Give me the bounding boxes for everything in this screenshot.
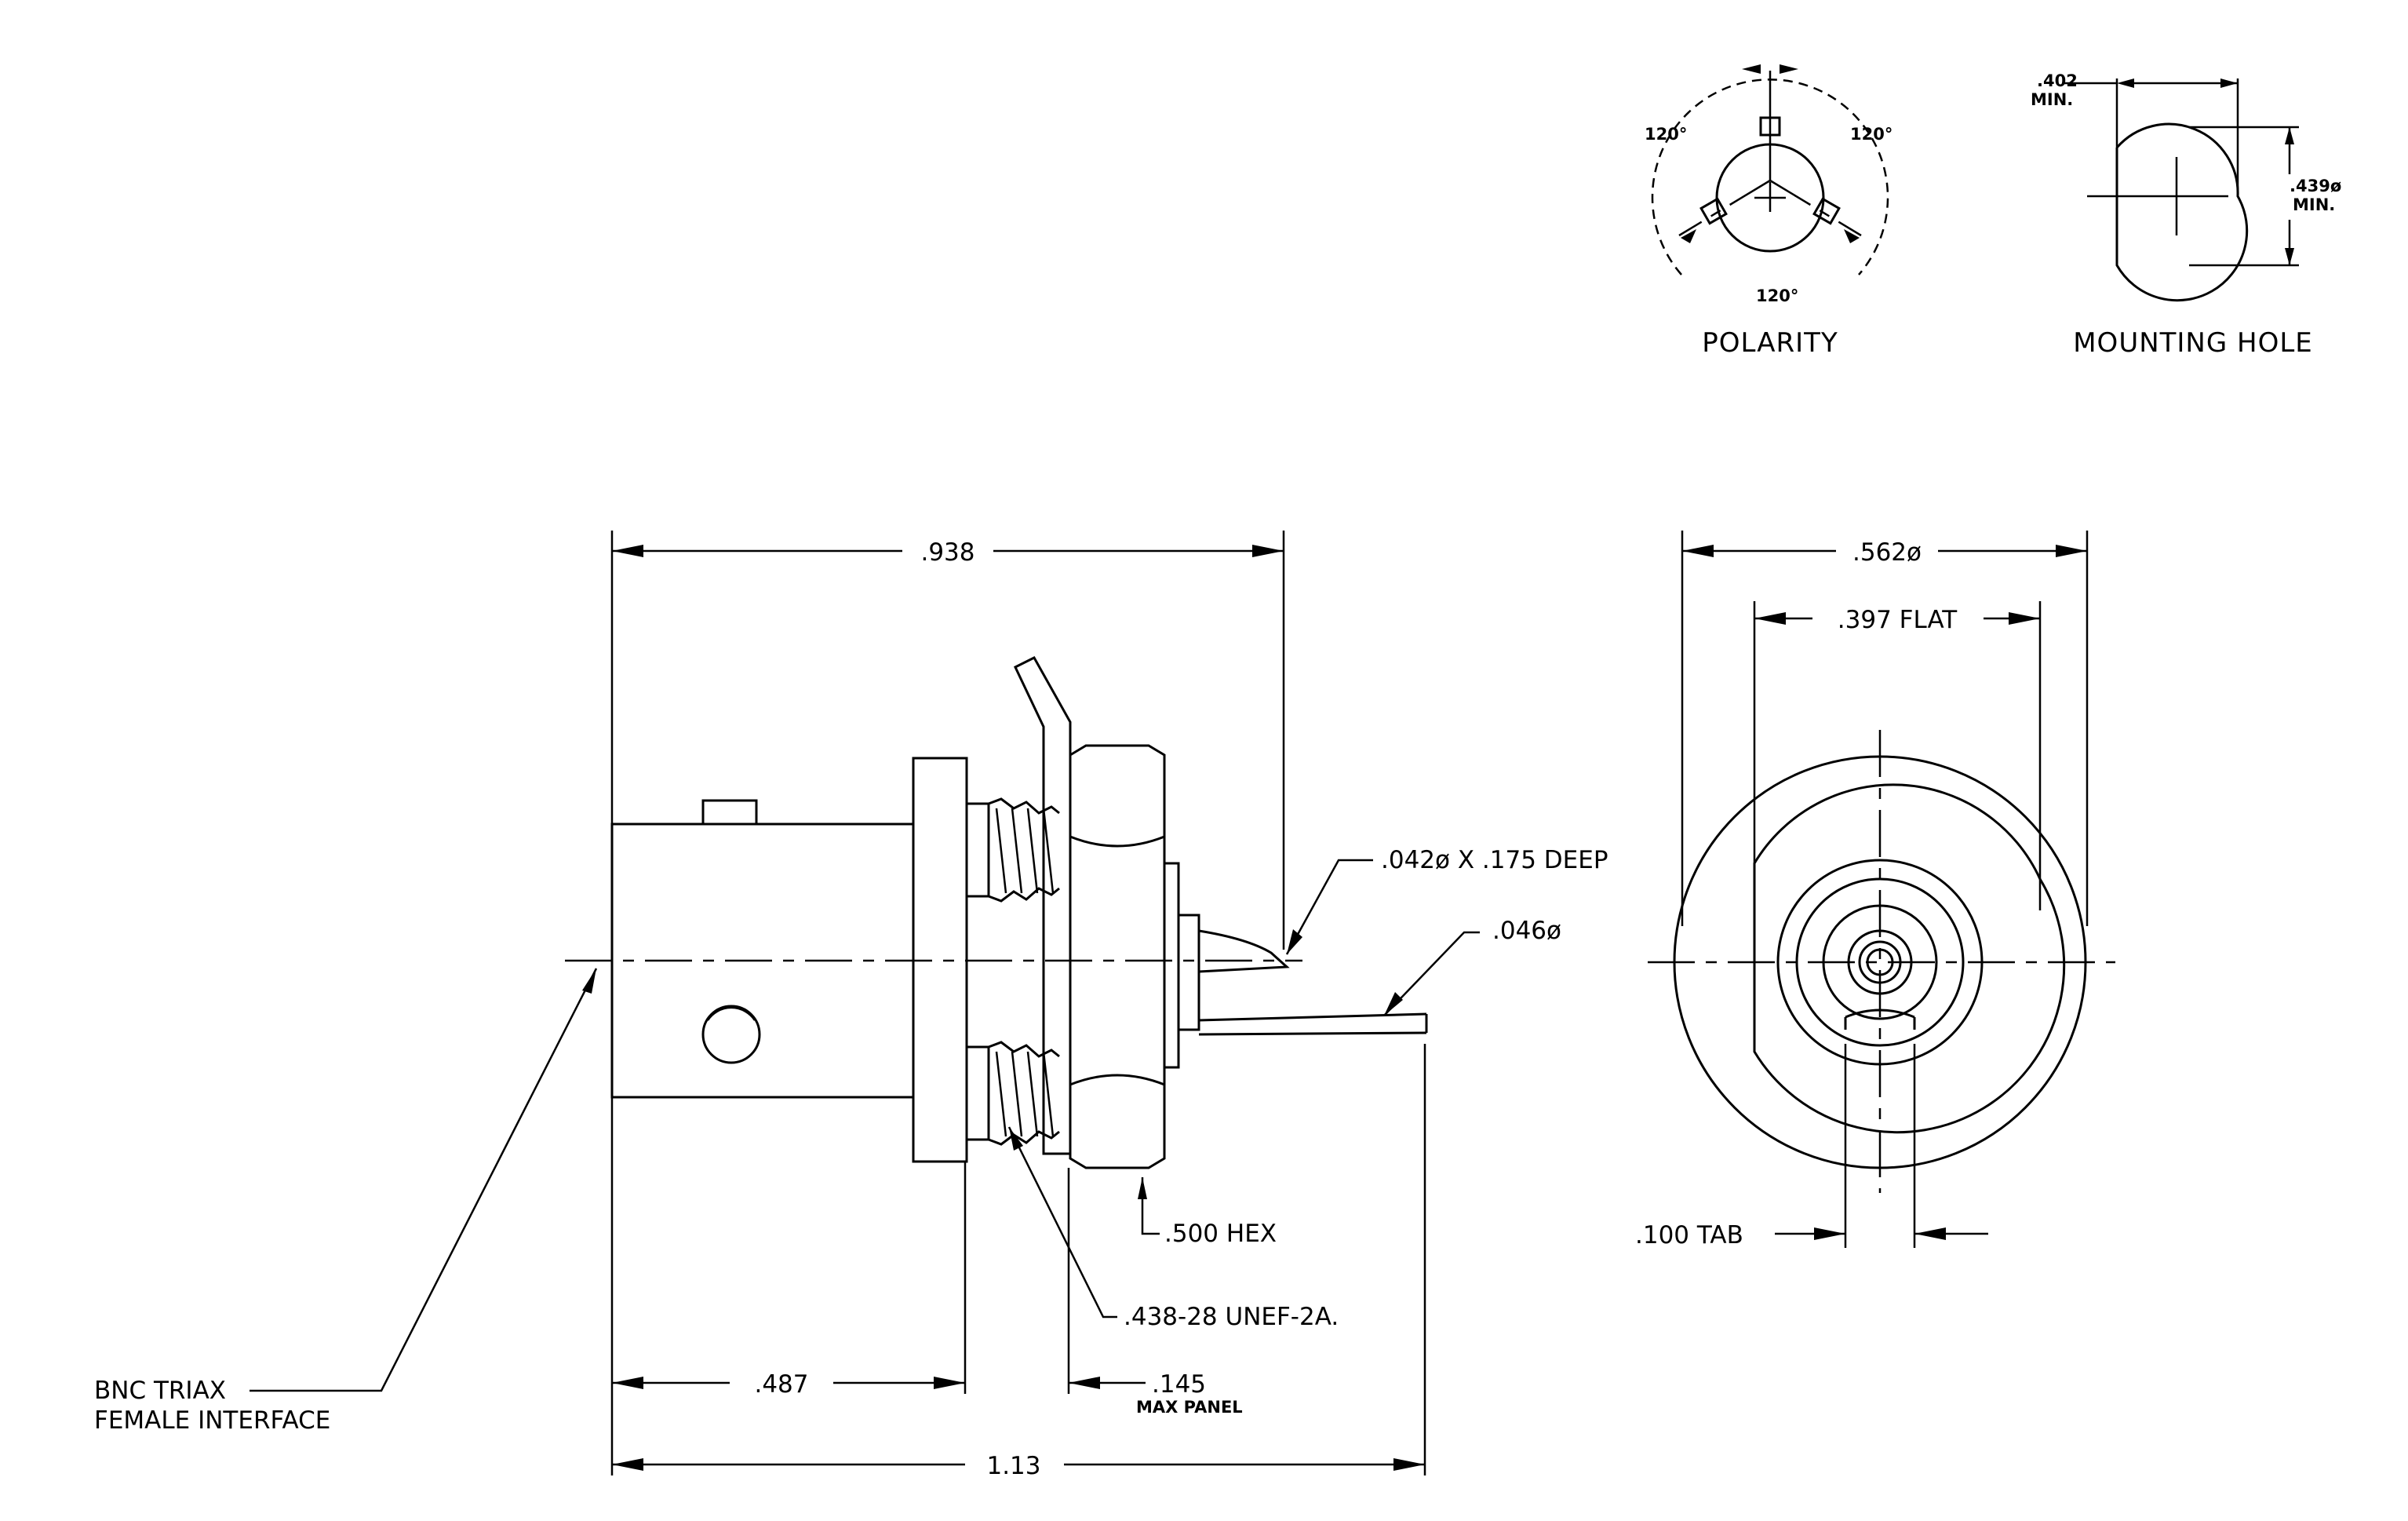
bayonet-stud-top (701, 799, 758, 826)
lead-dia-arrow (1384, 992, 1403, 1016)
mh-arrow-a (2117, 78, 2134, 88)
solder-cup (1198, 929, 1290, 973)
bayonet-stud-front (701, 1005, 761, 1064)
lead-dia-leader (1383, 931, 1480, 1016)
thread-line-6 (1011, 1051, 1023, 1137)
dim-938-arrow-b (1252, 545, 1284, 557)
hex-label: .500 HEX (1164, 1220, 1277, 1248)
mounting-hole-title: MOUNTING HOLE (2073, 327, 2313, 359)
polarity-arrow-3 (1681, 229, 1696, 243)
polarity-angle-bottom: 120° (1756, 286, 1798, 305)
rear-view: .562ø .397 FLAT .100 TAB (1635, 531, 2115, 1249)
thread-line-2 (1011, 808, 1023, 894)
dim-tab-arrow-b (1914, 1227, 1946, 1240)
polarity-axis-right (1769, 179, 1862, 237)
dim-145-note: MAX PANEL (1136, 1398, 1243, 1417)
thread-crest-bot-a (988, 1041, 1060, 1058)
polarity-angle-left: 120° (1645, 125, 1687, 144)
interface-leader (250, 968, 598, 1392)
mounting-hole-outline (2115, 122, 2249, 302)
mh-dia-min: MIN. (2293, 195, 2335, 214)
side-view: .938 (94, 531, 1608, 1480)
thread-shoulder-bottom (965, 1045, 990, 1141)
polarity-key-top (1759, 116, 1781, 137)
mh-arrow-d (2285, 248, 2294, 265)
dim-od-label: .562ø (1852, 538, 1922, 567)
dim-487-label: .487 (754, 1370, 808, 1399)
dim-flat-arrow-b (2009, 612, 2040, 625)
polarity-arrow-1 (1742, 64, 1761, 74)
dim-487-arrow-b (934, 1377, 965, 1389)
polarity-title: POLARITY (1702, 327, 1838, 359)
lead-top (1198, 1012, 1427, 1022)
drill-label: .042ø X .175 DEEP (1381, 846, 1608, 874)
polarity-key-right (1812, 197, 1841, 225)
mh-width-min: MIN. (2031, 90, 2073, 109)
thread-line-4 (1042, 808, 1055, 894)
dim-938-arrow-a (612, 545, 643, 557)
mh-arrow-c (2285, 127, 2294, 144)
dim-flat-arrow-a (1754, 612, 1786, 625)
lead-bottom (1198, 1031, 1427, 1036)
interface-label-2: FEMALE INTERFACE (94, 1406, 330, 1435)
thread-shoulder-top (965, 802, 990, 898)
dim-od-arrow-a (1682, 545, 1714, 557)
thread-label: .438-28 UNEF-2A. (1124, 1303, 1339, 1331)
dim-113-arrow-b (1393, 1458, 1425, 1471)
mh-arrow-b (2220, 78, 2238, 88)
drill-leader (1285, 859, 1373, 955)
hex-flat-top (1069, 835, 1165, 848)
polarity-angle-right: 120° (1850, 125, 1893, 144)
polarity-view: 120° 120° 120° POLARITY (1645, 64, 1893, 359)
thread-crest-bot-b (988, 1130, 1060, 1146)
rear-insulator (1177, 914, 1200, 1031)
rear-boss (1163, 862, 1180, 1069)
dim-938-label: .938 (920, 538, 974, 567)
dim-tab-arrow-a (1814, 1227, 1845, 1240)
solder-lug (1014, 656, 1072, 1155)
dim-113-label: 1.13 (986, 1452, 1040, 1480)
rear-flat-outline (1753, 783, 2066, 1134)
hex-leader (1141, 1177, 1160, 1235)
thread-arrow (1009, 1127, 1023, 1151)
drill-arrow (1287, 929, 1302, 954)
mh-dia-value: .439ø (2290, 177, 2341, 195)
bayonet-stud-shade (706, 1006, 756, 1021)
interface-label-1: BNC TRIAX (94, 1377, 226, 1405)
lead-dia-label: .046ø (1492, 917, 1561, 945)
thread-line-3 (1026, 808, 1039, 894)
dim-145-arrow (1069, 1377, 1100, 1389)
thread-leader (1007, 1126, 1117, 1319)
dim-113-arrow-a (612, 1458, 643, 1471)
thread-line-5 (995, 1051, 1007, 1137)
polarity-key-left (1699, 197, 1728, 225)
thread-line-8 (1042, 1051, 1055, 1137)
thread-crest-top-a (988, 797, 1060, 815)
polarity-arrow-2 (1780, 64, 1798, 74)
thread-line-7 (1026, 1051, 1039, 1137)
polarity-axis-left (1678, 179, 1771, 237)
hex-nut (1069, 744, 1166, 1169)
polarity-arrow-4 (1844, 229, 1860, 243)
interface-arrow (582, 968, 596, 994)
mh-width-value: .402 (2037, 71, 2078, 90)
dim-od-arrow-b (2056, 545, 2087, 557)
thread-line-1 (995, 808, 1007, 894)
mh-dia-label-bg (2279, 174, 2333, 220)
hex-arrow (1138, 1177, 1147, 1199)
dim-flat-label: .397 FLAT (1838, 606, 1958, 634)
hex-flat-bottom (1069, 1074, 1165, 1086)
dim-tab-label: .100 TAB (1635, 1221, 1743, 1249)
dim-145-label: .145 (1152, 1370, 1206, 1399)
thread-crest-top-b (988, 887, 1060, 903)
mounting-hole-view: .402 MIN. .439ø MIN. MOUNTING HOLE (2031, 71, 2341, 359)
dim-487-arrow-a (612, 1377, 643, 1389)
